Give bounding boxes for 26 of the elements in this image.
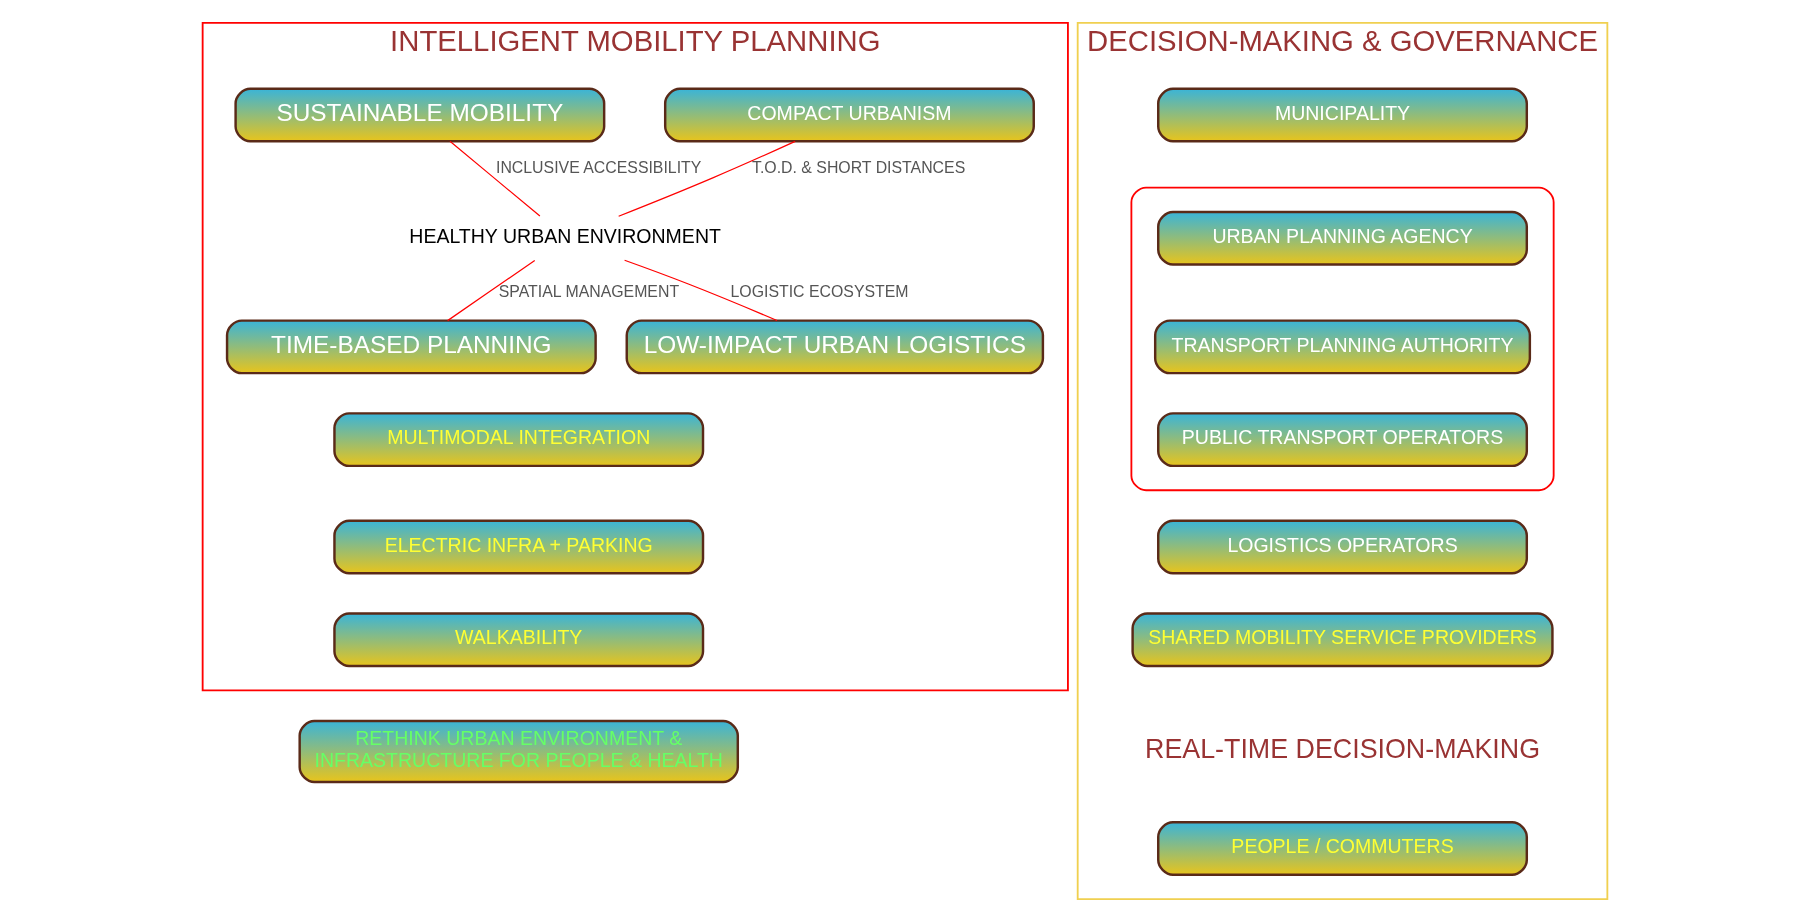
connector	[448, 140, 540, 217]
edge-label: SPATIAL MANAGEMENT	[498, 282, 679, 300]
node-box: COMPACT URBANISM	[663, 87, 1035, 143]
edge-label: T.O.D. & SHORT DISTANCES	[751, 159, 965, 177]
node-box: SHARED MOBILITY SERVICE PROVIDERS	[1130, 612, 1554, 668]
node-box: LOW-IMPACT URBAN LOGISTICS	[625, 319, 1044, 375]
label: REAL-TIME DECISION-MAKING	[1144, 734, 1540, 765]
node-text: HEALTHY URBAN ENVIRONMENT	[408, 224, 721, 247]
node-box: MULTIMODAL INTEGRATION	[332, 412, 704, 468]
connector	[617, 140, 796, 217]
node-box: TRANSPORT PLANNING AUTHORITY	[1153, 319, 1531, 375]
node-box: LOGISTICS OPERATORS	[1156, 519, 1528, 575]
cluster	[1129, 186, 1555, 492]
edge-label: LOGISTIC ECOSYSTEM	[730, 282, 909, 300]
node-box: PEOPLE / COMMUTERS	[1156, 821, 1528, 876]
edge-label: INCLUSIVE ACCESSIBILITY	[495, 159, 701, 177]
node-box: URBAN PLANNING AGENCY	[1156, 210, 1528, 266]
node-box: SUSTAINABLE MOBILITY	[233, 87, 605, 143]
node-box: RETHINK URBAN ENVIRONMENT & INFRASTRUCTURE FOR PEOPLE & HEALTH	[297, 719, 739, 784]
node-box: MUNICIPALITY	[1156, 87, 1528, 143]
node-box: ELECTRIC INFRA + PARKING	[332, 519, 704, 575]
node-box: WALKABILITY	[332, 612, 704, 668]
connector	[623, 259, 778, 322]
connector	[446, 259, 535, 322]
node-box: PUBLIC TRANSPORT OPERATORS	[1156, 412, 1528, 468]
node-box: TIME-BASED PLANNING	[225, 319, 597, 375]
